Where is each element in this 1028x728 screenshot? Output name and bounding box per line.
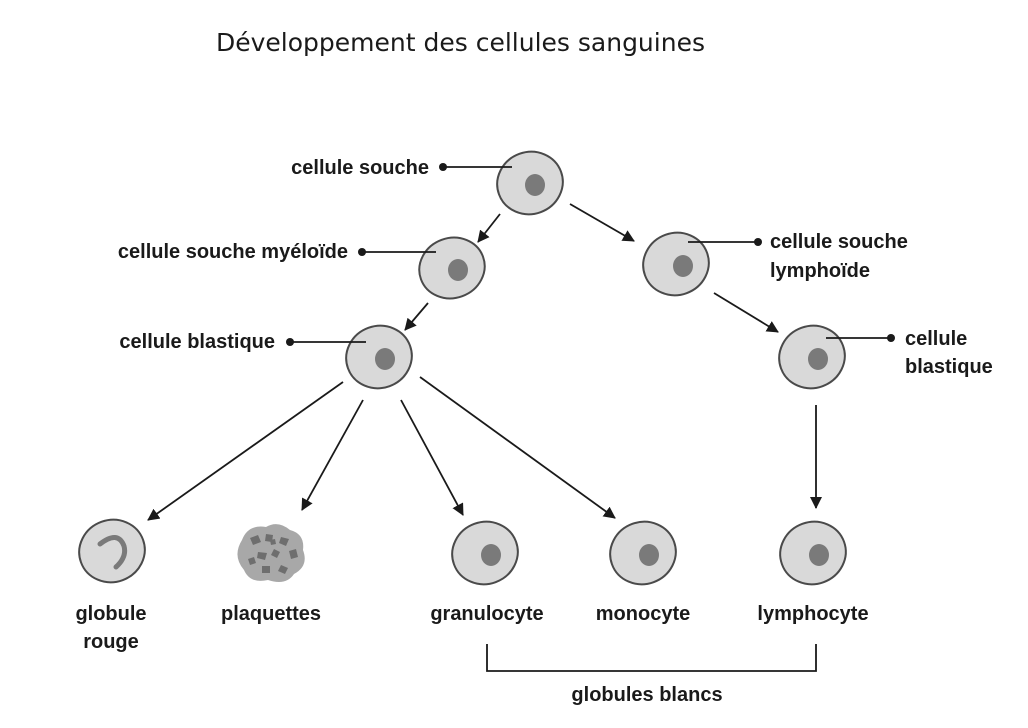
- stem-cell: [496, 150, 564, 216]
- lymphocyte-cell: [779, 520, 847, 586]
- diagram-title: Développement des cellules sanguines: [216, 28, 705, 57]
- label-myeloid-stem-cell: cellule souche myéloïde: [118, 241, 348, 263]
- lymphoid-stem-cell: [642, 231, 710, 297]
- label-granulocyte: granulocyte: [430, 603, 543, 625]
- label-monocyte: monocyte: [596, 603, 690, 625]
- arrow-myeloid-to-blast: [404, 302, 429, 331]
- label-lymphoid-blast-cell-line1: cellule: [905, 328, 967, 350]
- arrow-blast-to-granulocyte: [400, 399, 464, 516]
- leader-myeloid-stem-cell: [358, 248, 436, 256]
- arrow-blast-to-platelets: [301, 399, 364, 511]
- arrow-lymphoid-to-blast: [713, 292, 779, 333]
- label-lymphocyte: lymphocyte: [757, 603, 868, 625]
- label-lymphoid-blast-cell-line2: blastique: [905, 356, 993, 378]
- label-lymphoid-stem-cell-line2: lymphoïde: [770, 260, 870, 282]
- label-red-cell-line1: globule: [75, 603, 146, 625]
- monocyte-cell: [609, 520, 677, 586]
- red-blood-cell: [78, 518, 146, 584]
- arrow-blast-to-red-cell: [147, 381, 344, 521]
- white-cells-bracket: [486, 644, 817, 672]
- myeloid-stem-cell: [418, 236, 486, 300]
- myeloid-blast-cell: [345, 324, 413, 390]
- platelets-cluster: [237, 524, 305, 582]
- lymphoid-blast-cell: [778, 324, 846, 390]
- leader-lymphoid-stem-cell: [688, 238, 762, 246]
- arrow-stem-to-myeloid: [477, 213, 501, 243]
- label-red-cell-line2: rouge: [83, 631, 139, 653]
- label-platelets: plaquettes: [221, 603, 321, 625]
- leader-lymphoid-blast-cell: [826, 334, 895, 342]
- granulocyte-cell: [451, 520, 519, 586]
- label-stem-cell: cellule souche: [291, 157, 429, 179]
- label-white-cells: globules blancs: [571, 684, 722, 706]
- label-myeloid-blast-cell: cellule blastique: [119, 331, 275, 353]
- arrow-blast-to-monocyte: [419, 376, 616, 519]
- leader-myeloid-blast-cell: [286, 338, 366, 346]
- leader-stem-cell: [439, 163, 512, 171]
- arrow-stem-to-lymphoid: [569, 203, 635, 242]
- label-lymphoid-stem-cell-line1: cellule souche: [770, 231, 908, 253]
